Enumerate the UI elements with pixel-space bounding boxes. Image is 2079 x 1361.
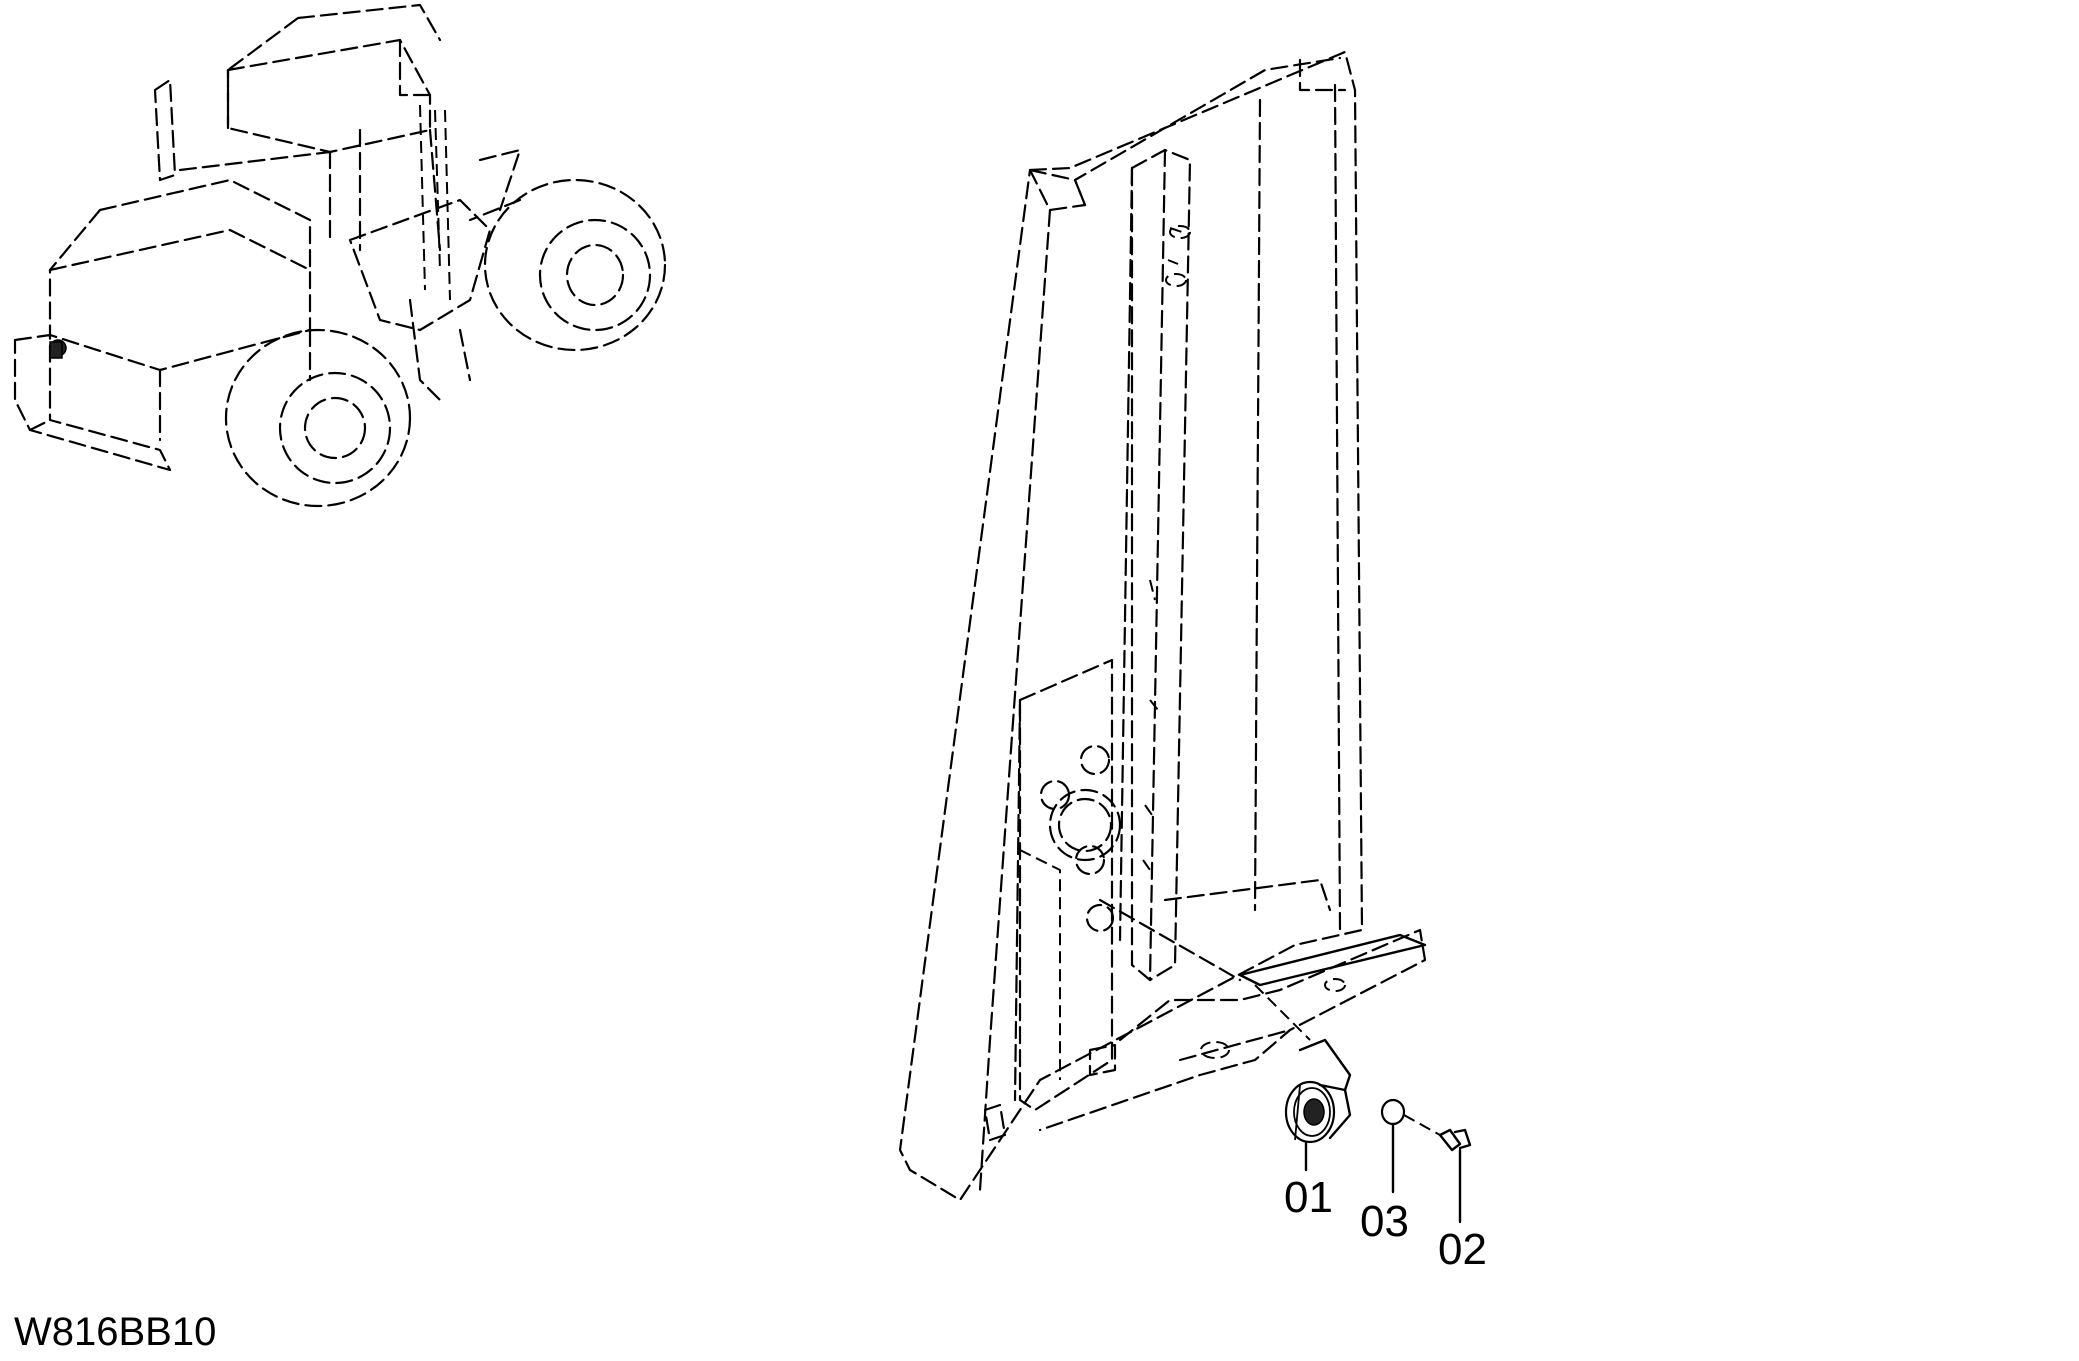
screw-part <box>1438 1128 1472 1152</box>
pillar-assembly <box>898 50 1427 1202</box>
drawing-code: W816BB10 <box>14 1310 217 1354</box>
callout-02-label: 02 <box>1438 1225 1487 1274</box>
washer-part <box>1380 1098 1441 1136</box>
connector-part <box>1284 1038 1352 1144</box>
wheel-loader-overview <box>13 3 667 508</box>
callout-03-label: 03 <box>1360 1197 1409 1246</box>
callout-01-label: 01 <box>1284 1173 1333 1222</box>
